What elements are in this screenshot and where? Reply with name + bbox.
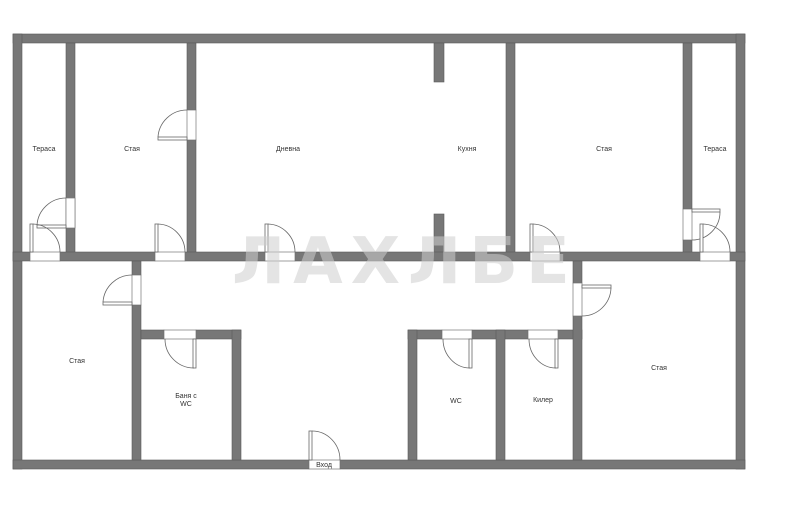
label-living-room: Дневна bbox=[276, 146, 300, 153]
outer-wall-bottom-left bbox=[12, 459, 310, 470]
wc-storage-divider bbox=[495, 329, 506, 461]
walls bbox=[12, 33, 746, 470]
door-room-top-right-corridor bbox=[529, 223, 561, 262]
label-kitchen: Кухня bbox=[458, 146, 477, 153]
label-terrace-right: Тераса bbox=[704, 146, 727, 153]
label-bathroom-line1: Баня с bbox=[175, 393, 197, 400]
watermark: ЛАХЛБЕ bbox=[232, 225, 578, 299]
outer-wall-bottom-right bbox=[339, 459, 746, 470]
door-room-bottom-right bbox=[572, 282, 612, 317]
door-room-living bbox=[157, 109, 197, 141]
doors bbox=[29, 109, 731, 470]
label-wc: WC bbox=[450, 398, 462, 405]
wall-room-living-upper bbox=[186, 42, 197, 111]
door-terrace-left-corridor bbox=[29, 223, 61, 262]
door-storage bbox=[527, 329, 559, 369]
label-room-bottom-left: Стая bbox=[69, 358, 85, 365]
door-terrace-left-room bbox=[36, 197, 76, 229]
mid-wall-seg-6 bbox=[729, 251, 746, 262]
door-room-top-left-corridor bbox=[154, 223, 186, 262]
outer-wall-top bbox=[12, 33, 746, 44]
mid-wall-seg-5 bbox=[559, 251, 701, 262]
wall-terrace-right-divider-lower bbox=[682, 239, 693, 254]
outer-wall-left bbox=[12, 33, 23, 470]
kitchen-stub-top bbox=[433, 42, 445, 83]
label-bathroom-line2: WC bbox=[180, 401, 192, 408]
label-room-top-left: Стая bbox=[124, 146, 140, 153]
wall-lower-left-main bbox=[131, 304, 142, 461]
bath-wall-right bbox=[231, 329, 242, 461]
wall-room-living-lower bbox=[186, 139, 197, 254]
outer-wall-right bbox=[735, 33, 746, 470]
bath-wall-top-left bbox=[140, 329, 165, 340]
label-room-top-right: Стая bbox=[596, 146, 612, 153]
door-room-bottom-left bbox=[102, 274, 142, 306]
mid-wall-seg-1 bbox=[12, 251, 31, 262]
wall-lower-left-top bbox=[131, 260, 142, 276]
mid-wall-seg-2 bbox=[59, 251, 156, 262]
door-living-corridor bbox=[264, 223, 296, 262]
label-storage: Килер bbox=[533, 397, 553, 404]
wall-kitchen-room bbox=[505, 42, 516, 254]
door-terrace-right-corridor bbox=[699, 223, 731, 262]
room-labels: Тераса Стая Дневна Кухня Стая Тераса Ста… bbox=[33, 146, 727, 469]
label-room-bottom-right: Стая bbox=[651, 365, 667, 372]
label-terrace-left: Тераса bbox=[33, 146, 56, 153]
wc-wall-left bbox=[407, 329, 418, 461]
wall-lower-right-main bbox=[572, 315, 583, 461]
wall-terrace-right-divider-upper bbox=[682, 42, 693, 210]
door-bathroom bbox=[163, 329, 197, 369]
door-wc bbox=[441, 329, 473, 369]
door-terrace-right-room bbox=[682, 208, 721, 241]
door-entrance bbox=[308, 430, 341, 470]
label-entrance: Вход bbox=[316, 462, 332, 469]
